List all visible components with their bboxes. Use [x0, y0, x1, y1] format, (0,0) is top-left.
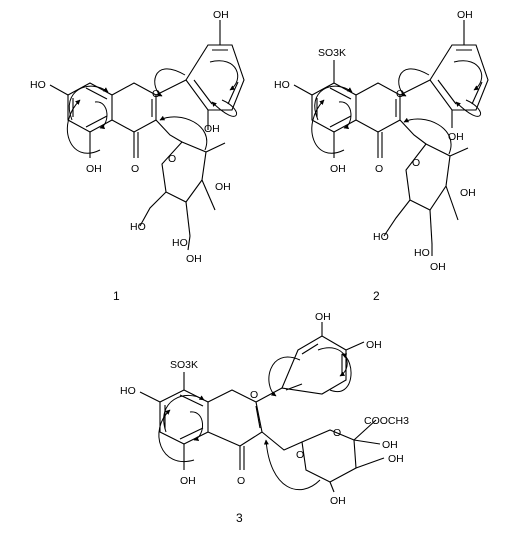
c2-label-oh-4pp: HO	[414, 247, 430, 259]
compound-number-3: 3	[236, 511, 243, 525]
c3-label-o-ring: O	[250, 389, 258, 401]
c3-label-o-carbonyl: O	[237, 475, 245, 487]
c2-label-o-carbonyl: O	[375, 163, 383, 175]
c2-label-oh-b4: OH	[457, 9, 473, 21]
c1-label-oh-4pp: HO	[172, 237, 188, 249]
c2-label-oh-3pp: OH	[430, 261, 446, 273]
compound-3-labels: OH OH SO3K HO O O O OH COOCH3 O OH OH OH	[120, 311, 409, 507]
compound-number-2: 2	[373, 289, 380, 303]
compound-number-1: 1	[113, 289, 120, 303]
c1-label-oh-3pp: OH	[186, 253, 202, 265]
c2-label-oh-2pp: OH	[460, 187, 476, 199]
c2-label-oh-5: OH	[330, 163, 346, 175]
compound-1-structure	[49, 20, 245, 251]
c1-label-oh-b2: OH	[204, 123, 220, 135]
c1-label-oh-5: OH	[86, 163, 102, 175]
compound-2-labels: OH SO3K HO O O OH O HO OH OH HO OH	[274, 9, 476, 273]
c3-label-oh-2pp: OH	[330, 495, 346, 507]
c2-label-oh-b2: OH	[448, 131, 464, 143]
c1-label-oh-2pp: OH	[215, 181, 231, 193]
c1-label-ho-6pp: HO	[130, 221, 146, 233]
c2-label-so3k: SO3K	[318, 47, 346, 59]
c3-label-ho-7: HO	[120, 385, 136, 397]
c1-label-oh-b4: OH	[213, 9, 229, 21]
c2-label-ho-7: HO	[274, 79, 290, 91]
c1-label-o-ring: O	[152, 88, 160, 100]
c1-label-o-sugar: O	[168, 153, 176, 165]
c3-label-o-glycosidic: O	[296, 449, 304, 461]
c3-label-so3k: SO3K	[170, 359, 198, 371]
c1-label-o-carbonyl: O	[131, 163, 139, 175]
compound-1-labels: OH HO O O OH O HO OH OH HO OH	[30, 9, 231, 265]
c3-label-cooch3: COOCH3	[364, 415, 409, 427]
c3-label-oh-4pp: OH	[382, 439, 398, 451]
compound-2-structure	[293, 20, 489, 256]
c3-label-oh-5: OH	[180, 475, 196, 487]
c2-label-ho-6pp: HO	[373, 231, 389, 243]
c3-label-oh-b4: OH	[315, 311, 331, 323]
c2-label-o-ring: O	[396, 88, 404, 100]
compound-3-structure	[139, 322, 385, 493]
c2-label-o-sugar: O	[412, 157, 420, 169]
c3-label-o-sugar: O	[333, 427, 341, 439]
c3-label-oh-3pp: OH	[388, 453, 404, 465]
c3-label-oh-b3: OH	[366, 339, 382, 351]
c1-label-ho-7: HO	[30, 79, 46, 91]
